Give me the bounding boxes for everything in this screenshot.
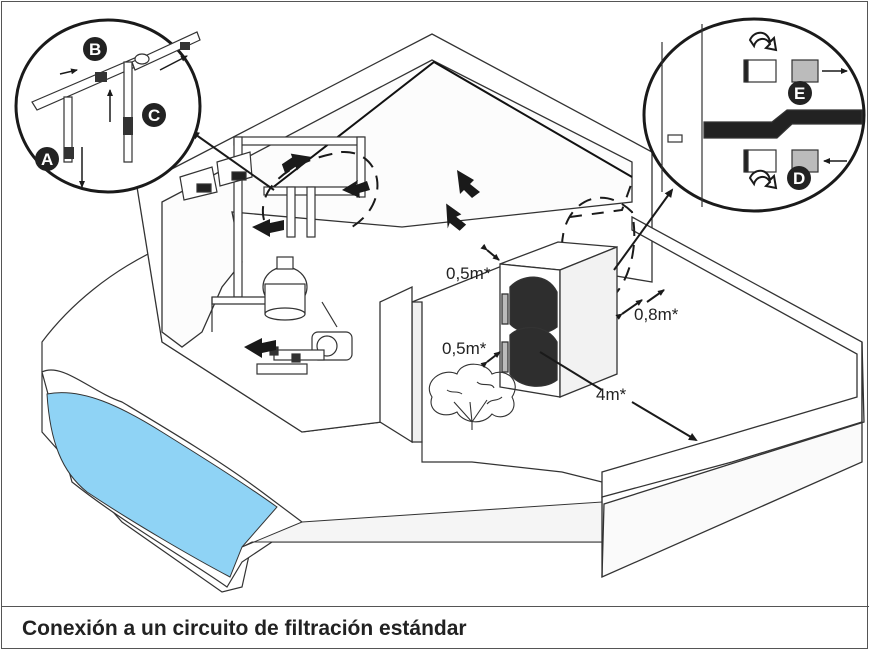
callout-zone-left [261, 150, 379, 228]
badge-d-label: D [793, 169, 805, 188]
flow-arrows [244, 153, 480, 358]
flow-in-icon [748, 169, 778, 190]
clearance-top-label: 0,5m* [446, 264, 491, 283]
detail-circle-left: A B C [14, 18, 202, 194]
callout-zone-right [561, 196, 636, 303]
heat-pump-unit [499, 241, 618, 398]
heat-pump-fan-lower [509, 326, 558, 387]
leader-left-detail [190, 130, 275, 191]
installation-diagram: 0,5m* 0,5m* 0,8m* 4m* A [14, 17, 866, 593]
badge-a [35, 147, 59, 171]
badge-b [83, 37, 107, 61]
detail-circle-right: E D [642, 17, 866, 213]
clearance-front-arrow [539, 351, 603, 391]
badge-b-label: B [89, 40, 101, 59]
badge-e-label: E [794, 84, 805, 103]
flow-out-icon [748, 31, 778, 52]
clearance-side-arrow [615, 299, 643, 320]
clearance-front-label: 4m* [596, 385, 627, 404]
caption-bar: Conexión a un circuito de filtración est… [2, 606, 869, 650]
clearance-side-label: 0,8m* [634, 305, 679, 324]
sand-filter [262, 256, 308, 321]
wall-boxes [179, 151, 253, 201]
figure-caption: Conexión a un circuito de filtración est… [22, 617, 467, 640]
yard-walls [601, 215, 865, 579]
clearance-side-arrow-2 [646, 289, 665, 303]
connection-dashed [569, 181, 633, 218]
badge-e [788, 81, 812, 105]
badge-c [142, 103, 166, 127]
clearance-bottom-arrow [480, 351, 501, 369]
clearance-bottom-label: 0,5m* [442, 339, 487, 358]
clearance-top-arrow [480, 243, 500, 261]
pump [256, 331, 353, 375]
clearance-arrows [480, 243, 698, 442]
badge-a-label: A [41, 150, 53, 169]
main-pipe-route [266, 60, 633, 193]
clearance-front-arrow-2 [631, 401, 698, 442]
technical-room [136, 33, 653, 444]
bush [429, 363, 516, 430]
badge-c-label: C [148, 106, 160, 125]
leader-right-detail [613, 188, 674, 271]
heat-pump-fan-upper [509, 276, 558, 335]
badge-d [787, 166, 811, 190]
